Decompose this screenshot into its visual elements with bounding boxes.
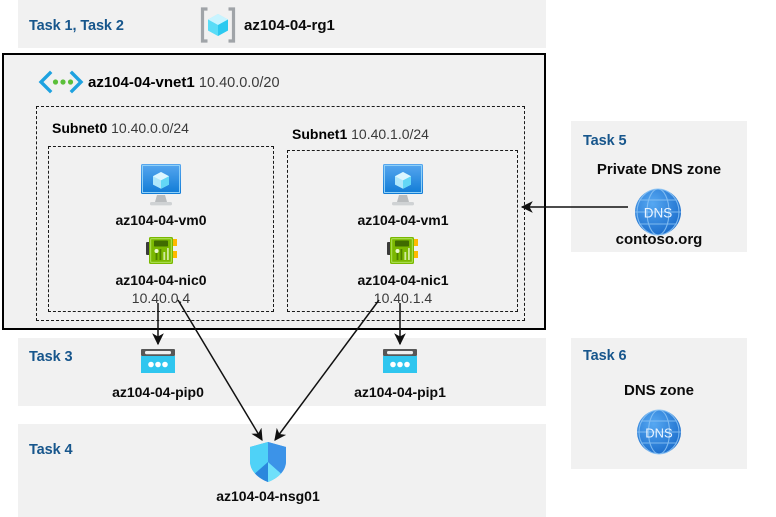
subnet0-name: Subnet0	[52, 120, 108, 136]
private-dns-zone-name: contoso.org	[615, 231, 703, 248]
virtual-machine-icon	[375, 162, 431, 208]
task-label-3: Task 3	[29, 349, 73, 365]
vnet-name: az104-04-vnet1	[88, 74, 195, 91]
resource-group-icon	[199, 7, 237, 43]
public-ip-address-icon	[381, 347, 419, 379]
virtual-machine-icon	[133, 162, 189, 208]
dns-icon-text: DNS	[644, 206, 673, 221]
subnet0-box	[48, 146, 274, 312]
virtual-network-icon	[38, 70, 84, 94]
vm1-label: az104-04-vm1	[357, 212, 449, 228]
dns-zone-title: DNS zone	[623, 382, 694, 399]
dns-zone-icon: DNS	[631, 185, 685, 239]
task-label-5: Task 5	[583, 133, 627, 149]
dns-zone-icon: DNS	[633, 406, 685, 458]
nic1-label: az104-04-nic1	[357, 272, 449, 288]
public-ip-address-icon	[139, 347, 177, 379]
subnet0-address-prefix: 10.40.0.0/24	[111, 120, 189, 136]
subnet1-box	[287, 150, 518, 312]
resource-group-panel	[18, 0, 546, 48]
nic1-ip: 10.40.1.4	[373, 290, 433, 306]
virtual-network-heading: az104-04-vnet1 10.40.0.0/20	[88, 74, 280, 91]
network-security-group-icon	[248, 440, 288, 484]
pip1-label: az104-04-pip1	[354, 384, 446, 400]
pip0-label: az104-04-pip0	[112, 384, 204, 400]
task-label-6: Task 6	[583, 348, 627, 364]
subnet1-heading: Subnet1 10.40.1.0/24	[292, 126, 429, 142]
nic0-label: az104-04-nic0	[115, 272, 207, 288]
resource-group-name: az104-04-rg1	[244, 17, 335, 34]
subnet1-name: Subnet1	[292, 126, 348, 142]
task-label-1-2: Task 1, Task 2	[29, 18, 124, 34]
private-dns-zone-title: Private DNS zone	[596, 161, 722, 178]
nic0-ip: 10.40.0.4	[131, 290, 191, 306]
virtual-network-box	[2, 53, 546, 330]
subnet0-heading: Subnet0 10.40.0.0/24	[52, 120, 189, 136]
task-label-4: Task 4	[29, 442, 73, 458]
nsg-label: az104-04-nsg01	[216, 488, 320, 504]
dns-icon-text: DNS	[645, 426, 673, 441]
network-interface-icon	[145, 235, 179, 267]
subnet1-address-prefix: 10.40.1.0/24	[351, 126, 429, 142]
network-interface-icon	[386, 235, 420, 267]
vm0-label: az104-04-vm0	[115, 212, 207, 228]
vnet-address-space: 10.40.0.0/20	[198, 75, 280, 91]
